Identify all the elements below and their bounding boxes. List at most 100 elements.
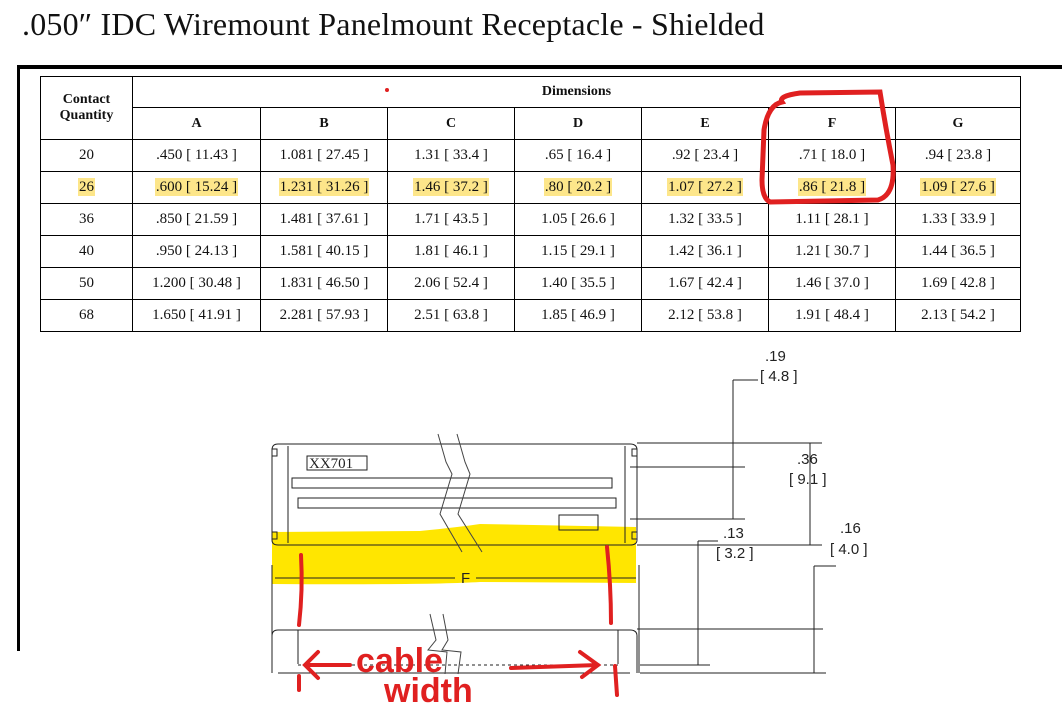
dimension-cell: 1.650 [ 41.91 ] xyxy=(132,299,261,332)
dimension-cell: 1.31 [ 33.4 ] xyxy=(387,139,515,172)
qty-cell: 26 xyxy=(40,171,133,204)
dimension-value: 2.51 [ 63.8 ] xyxy=(414,307,488,323)
contact-quantity: 40 xyxy=(79,243,94,259)
dimension-value: 1.46 [ 37.2 ] xyxy=(413,178,489,196)
dimension-cell: 1.11 [ 28.1 ] xyxy=(768,203,896,236)
dimension-cell: 1.200 [ 30.48 ] xyxy=(132,267,261,300)
dimension-value: 2.13 [ 54.2 ] xyxy=(921,307,995,323)
dimension-cell: 1.46 [ 37.2 ] xyxy=(387,171,515,204)
dimension-cell: .600 [ 15.24 ] xyxy=(132,171,261,204)
qty-cell: 40 xyxy=(40,235,133,268)
dimension-cell: 1.21 [ 30.7 ] xyxy=(768,235,896,268)
dimension-value: 1.40 [ 35.5 ] xyxy=(541,275,615,291)
dimension-value: 1.15 [ 29.1 ] xyxy=(541,243,615,259)
dimension-value: 1.71 [ 43.5 ] xyxy=(414,211,488,227)
f-column-circle xyxy=(759,89,896,205)
dimension-value: 1.07 [ 27.2 ] xyxy=(667,178,743,196)
part-label: XX701 xyxy=(309,456,353,472)
dim-019-in: .19 xyxy=(765,348,786,365)
dimension-cell: 1.33 [ 33.9 ] xyxy=(895,203,1021,236)
dimension-value: 1.11 [ 28.1 ] xyxy=(795,211,869,227)
f-dimension-highlight xyxy=(272,524,636,585)
dimension-cell: 1.07 [ 27.2 ] xyxy=(641,171,769,204)
dimension-value: .92 [ 23.4 ] xyxy=(671,147,739,163)
dimension-cell: 1.081 [ 27.45 ] xyxy=(260,139,388,172)
page-title: .050″ IDC Wiremount Panelmount Receptacl… xyxy=(22,6,765,42)
dimension-cell: 1.581 [ 40.15 ] xyxy=(260,235,388,268)
dim-016-mm: [ 4.0 ] xyxy=(830,541,868,558)
contact-quantity: 20 xyxy=(79,147,94,163)
frame-border-left xyxy=(17,65,20,651)
dimension-value: .65 [ 16.4 ] xyxy=(544,147,612,163)
dimension-value: 1.831 [ 46.50 ] xyxy=(279,275,369,291)
dimension-cell: 1.46 [ 37.0 ] xyxy=(768,267,896,300)
dimension-value: .850 [ 21.59 ] xyxy=(155,211,238,227)
contact-quantity: 50 xyxy=(79,275,94,291)
dimension-value: 1.09 [ 27.6 ] xyxy=(920,178,996,196)
contact-quantity: 36 xyxy=(79,211,94,227)
annotation-width: width xyxy=(383,672,473,709)
table-row: 40.950 [ 24.13 ]1.581 [ 40.15 ]1.81 [ 46… xyxy=(40,235,1021,268)
dimension-cell: .71 [ 18.0 ] xyxy=(768,139,896,172)
cable-width-annotation xyxy=(297,88,619,697)
dimension-cell: 1.42 [ 36.1 ] xyxy=(641,235,769,268)
contact-quantity: 68 xyxy=(79,307,94,323)
dimension-cell: 1.481 [ 37.61 ] xyxy=(260,203,388,236)
dim-013-mm: [ 3.2 ] xyxy=(716,545,754,562)
column-header-g: G xyxy=(895,107,1021,140)
dimension-cell: .94 [ 23.8 ] xyxy=(895,139,1021,172)
dimension-cell: 1.91 [ 48.4 ] xyxy=(768,299,896,332)
dimension-value: .71 [ 18.0 ] xyxy=(798,147,866,163)
dimension-value: 1.32 [ 33.5 ] xyxy=(668,211,742,227)
dimension-value: .600 [ 15.24 ] xyxy=(154,178,239,196)
dimension-value: .80 [ 20.2 ] xyxy=(543,178,613,196)
dimension-cell: 2.281 [ 57.93 ] xyxy=(260,299,388,332)
dimension-value: .94 [ 23.8 ] xyxy=(924,147,992,163)
dimension-cell: 2.12 [ 53.8 ] xyxy=(641,299,769,332)
dimension-value: 1.481 [ 37.61 ] xyxy=(279,211,369,227)
dimension-cell: .450 [ 11.43 ] xyxy=(132,139,261,172)
contact-quantity: 26 xyxy=(78,178,95,196)
dimension-cell: 1.831 [ 46.50 ] xyxy=(260,267,388,300)
dimension-value: 1.21 [ 30.7 ] xyxy=(795,243,869,259)
part-label-box xyxy=(306,455,368,471)
dimension-value: 1.05 [ 26.6 ] xyxy=(541,211,615,227)
dim-036-in: .36 xyxy=(797,451,818,468)
dim-016-in: .16 xyxy=(840,520,861,537)
dimension-value: 1.69 [ 42.8 ] xyxy=(921,275,995,291)
dimension-cell: .92 [ 23.4 ] xyxy=(641,139,769,172)
dimension-cell: 1.44 [ 36.5 ] xyxy=(895,235,1021,268)
dimension-value: 1.81 [ 46.1 ] xyxy=(414,243,488,259)
table-row: 50 1.200 [ 30.48 ] 1.831 [ 46.50 ] 2.06 [ 5… xyxy=(40,267,1021,300)
dimension-value: 1.31 [ 33.4 ] xyxy=(414,147,488,163)
dimension-cell: 1.67 [ 42.4 ] xyxy=(641,267,769,300)
dimension-value: 1.231 [ 31.26 ] xyxy=(278,178,370,196)
dimension-value: 1.200 [ 30.48 ] xyxy=(152,275,241,291)
table-row: 26 .600 [ 15.24 ] 1.231 [ 31.26 ] 1.46 [ 37… xyxy=(40,171,1021,204)
dimension-value: .450 [ 11.43 ] xyxy=(156,147,237,163)
dimension-cell: .80 [ 20.2 ] xyxy=(514,171,642,204)
dim-013-in: .13 xyxy=(723,525,744,542)
dimension-value: 1.67 [ 42.4 ] xyxy=(668,275,742,291)
frame-border-top xyxy=(17,65,1062,69)
column-header-c: C xyxy=(387,107,515,140)
table-row: 36 .850 [ 21.59 ] 1.481 [ 37.61 ] 1.71 [ 43… xyxy=(40,203,1021,236)
dimension-cell: 2.06 [ 52.4 ] xyxy=(387,267,515,300)
table-row: 68 1.650 [ 41.91 ] 2.281 [ 57.93 ] 2.51 [ 6… xyxy=(40,299,1021,332)
dimension-value: 2.12 [ 53.8 ] xyxy=(668,307,742,323)
dimension-cell: 1.69 [ 42.8 ] xyxy=(895,267,1021,300)
dimension-value: 1.85 [ 46.9 ] xyxy=(541,307,615,323)
dimension-value: 1.42 [ 36.1 ] xyxy=(668,243,742,259)
qty-cell: 68 xyxy=(40,299,133,332)
dimension-value: 1.33 [ 33.9 ] xyxy=(921,211,995,227)
dimension-cell: 1.15 [ 29.1 ] xyxy=(514,235,642,268)
dimension-value: 1.081 [ 27.45 ] xyxy=(279,147,369,163)
dimension-cell: .850 [ 21.59 ] xyxy=(132,203,261,236)
column-header-f: F xyxy=(768,107,896,140)
dimension-value: 2.281 [ 57.93 ] xyxy=(279,307,369,323)
dimension-value: 1.91 [ 48.4 ] xyxy=(795,307,869,323)
dim-f-label: F xyxy=(461,570,470,587)
